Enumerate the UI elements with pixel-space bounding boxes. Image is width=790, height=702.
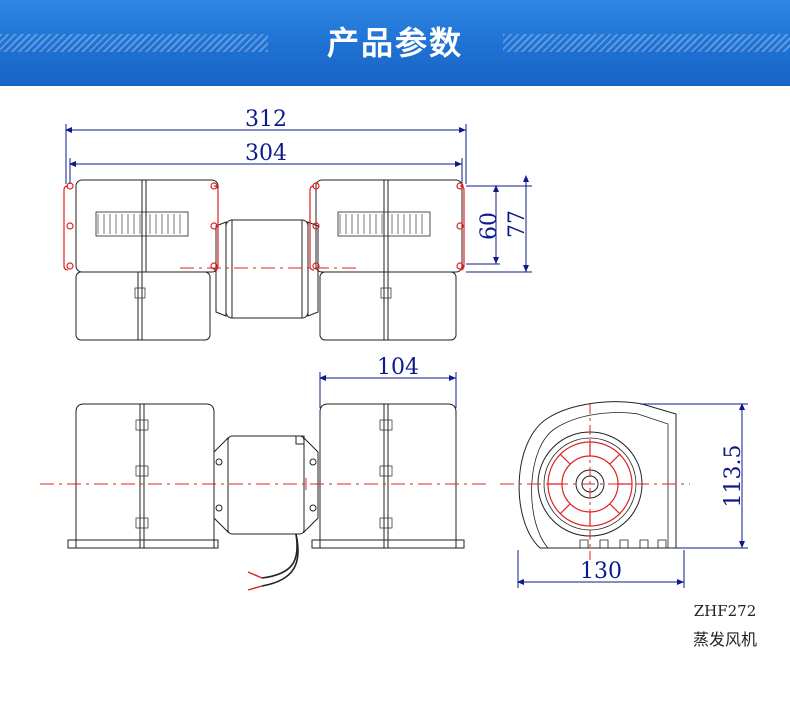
dim-inner-length: 304 bbox=[245, 141, 287, 166]
technical-drawing: 312 304 60 77 104 113.5 130 bbox=[40, 107, 748, 591]
banner-stripe-left bbox=[0, 34, 268, 52]
product-name: 蒸发风机 bbox=[692, 630, 757, 649]
dim-side-width: 130 bbox=[580, 559, 622, 584]
top-view bbox=[63, 124, 532, 341]
product-model: ZHF272 bbox=[693, 602, 757, 620]
header-banner: 产品参数 bbox=[0, 0, 790, 86]
dim-overall-length: 312 bbox=[245, 107, 287, 132]
page-title: 产品参数 bbox=[326, 24, 463, 62]
front-view bbox=[40, 372, 490, 591]
dim-depth-60: 60 bbox=[477, 212, 502, 240]
side-view bbox=[500, 401, 748, 588]
dim-depth-77: 77 bbox=[505, 210, 530, 238]
dim-housing-width: 104 bbox=[377, 355, 419, 380]
dim-height: 113.5 bbox=[721, 445, 746, 508]
banner-stripe-right bbox=[503, 34, 790, 52]
